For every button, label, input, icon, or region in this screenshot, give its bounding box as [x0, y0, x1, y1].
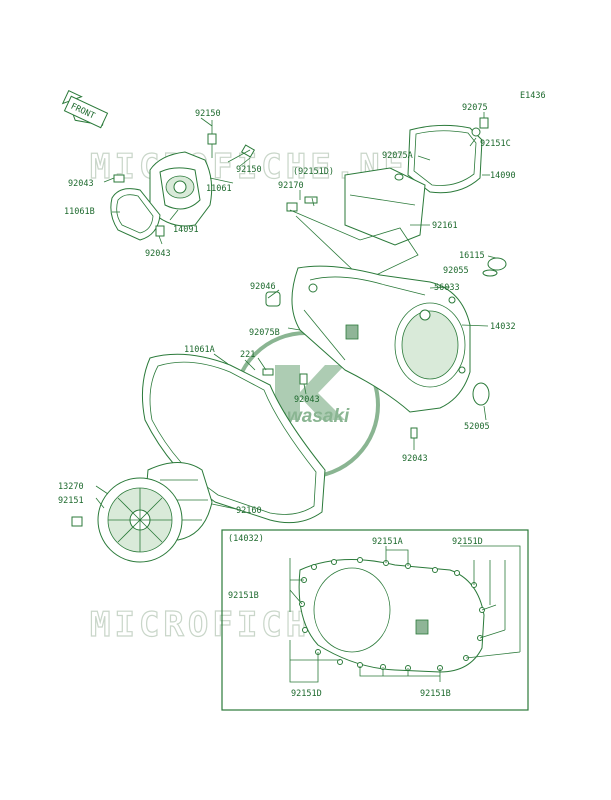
part-13270-plate — [71, 353, 256, 563]
label-92170[interactable]: 92170 — [278, 181, 304, 191]
label-92150-mid[interactable]: 92150 — [236, 165, 262, 175]
inset-label-92151d-bottom[interactable]: 92151D — [291, 689, 322, 699]
label-14091[interactable]: 14091 — [173, 225, 199, 235]
label-92043-center[interactable]: 92043 — [294, 395, 320, 405]
label-11061b[interactable]: 11061B — [64, 207, 95, 217]
part-14032-clutch-cover — [291, 265, 471, 413]
part-11061a-gasket — [141, 353, 326, 524]
label-92160[interactable]: 92160 — [236, 506, 262, 516]
label-56033[interactable]: 56033 — [434, 283, 460, 293]
inset-label-92151b-bottom[interactable]: 92151B — [420, 689, 451, 699]
small-parts-top-right — [286, 112, 490, 226]
label-13270[interactable]: 13270 — [58, 482, 84, 492]
front-arrow: FRONT — [61, 90, 109, 129]
label-92046[interactable]: 92046 — [250, 282, 276, 292]
label-11061[interactable]: 11061 — [206, 184, 232, 194]
label-92075a[interactable]: 92075A — [382, 151, 413, 161]
small-parts-cover — [257, 255, 507, 450]
label-92151d-top[interactable]: (92151D) — [293, 167, 334, 177]
label-92055[interactable]: 92055 — [443, 266, 469, 276]
label-92161[interactable]: 92161 — [432, 221, 458, 231]
inset-title: (14032) — [228, 534, 264, 544]
figure-code: E1436 — [520, 91, 546, 101]
inset-label-92151b-left[interactable]: 92151B — [228, 591, 259, 601]
label-92043-lower[interactable]: 92043 — [145, 249, 171, 259]
label-92150-top[interactable]: 92150 — [195, 109, 221, 119]
label-221[interactable]: 221 — [240, 350, 255, 360]
label-52005[interactable]: 52005 — [464, 422, 490, 432]
label-92151c[interactable]: 92151C — [480, 139, 511, 149]
inset-label-92151a[interactable]: 92151A — [372, 537, 403, 547]
label-92075b[interactable]: 92075B — [249, 328, 280, 338]
label-14090[interactable]: 14090 — [490, 171, 516, 181]
part-14091-cover — [149, 151, 213, 227]
part-labels: 92150 92150 92043 11061 11061B 14091 920… — [58, 103, 516, 699]
part-92161-plate — [344, 167, 426, 246]
label-92043-right[interactable]: 92043 — [402, 454, 428, 464]
bolts-top-left — [103, 117, 256, 245]
part-11061b-gasket — [110, 188, 161, 241]
label-92151[interactable]: 92151 — [58, 496, 84, 506]
assembly-lines — [289, 209, 419, 286]
part-14090-cover — [407, 124, 483, 194]
inset-14032 — [221, 529, 529, 711]
label-14032[interactable]: 14032 — [490, 322, 516, 332]
label-92043-left[interactable]: 92043 — [68, 179, 94, 189]
label-11061a[interactable]: 11061A — [184, 345, 215, 355]
label-92075[interactable]: 92075 — [462, 103, 488, 113]
inset-label-92151d-top[interactable]: 92151D — [452, 537, 483, 547]
label-16115[interactable]: 16115 — [459, 251, 485, 261]
